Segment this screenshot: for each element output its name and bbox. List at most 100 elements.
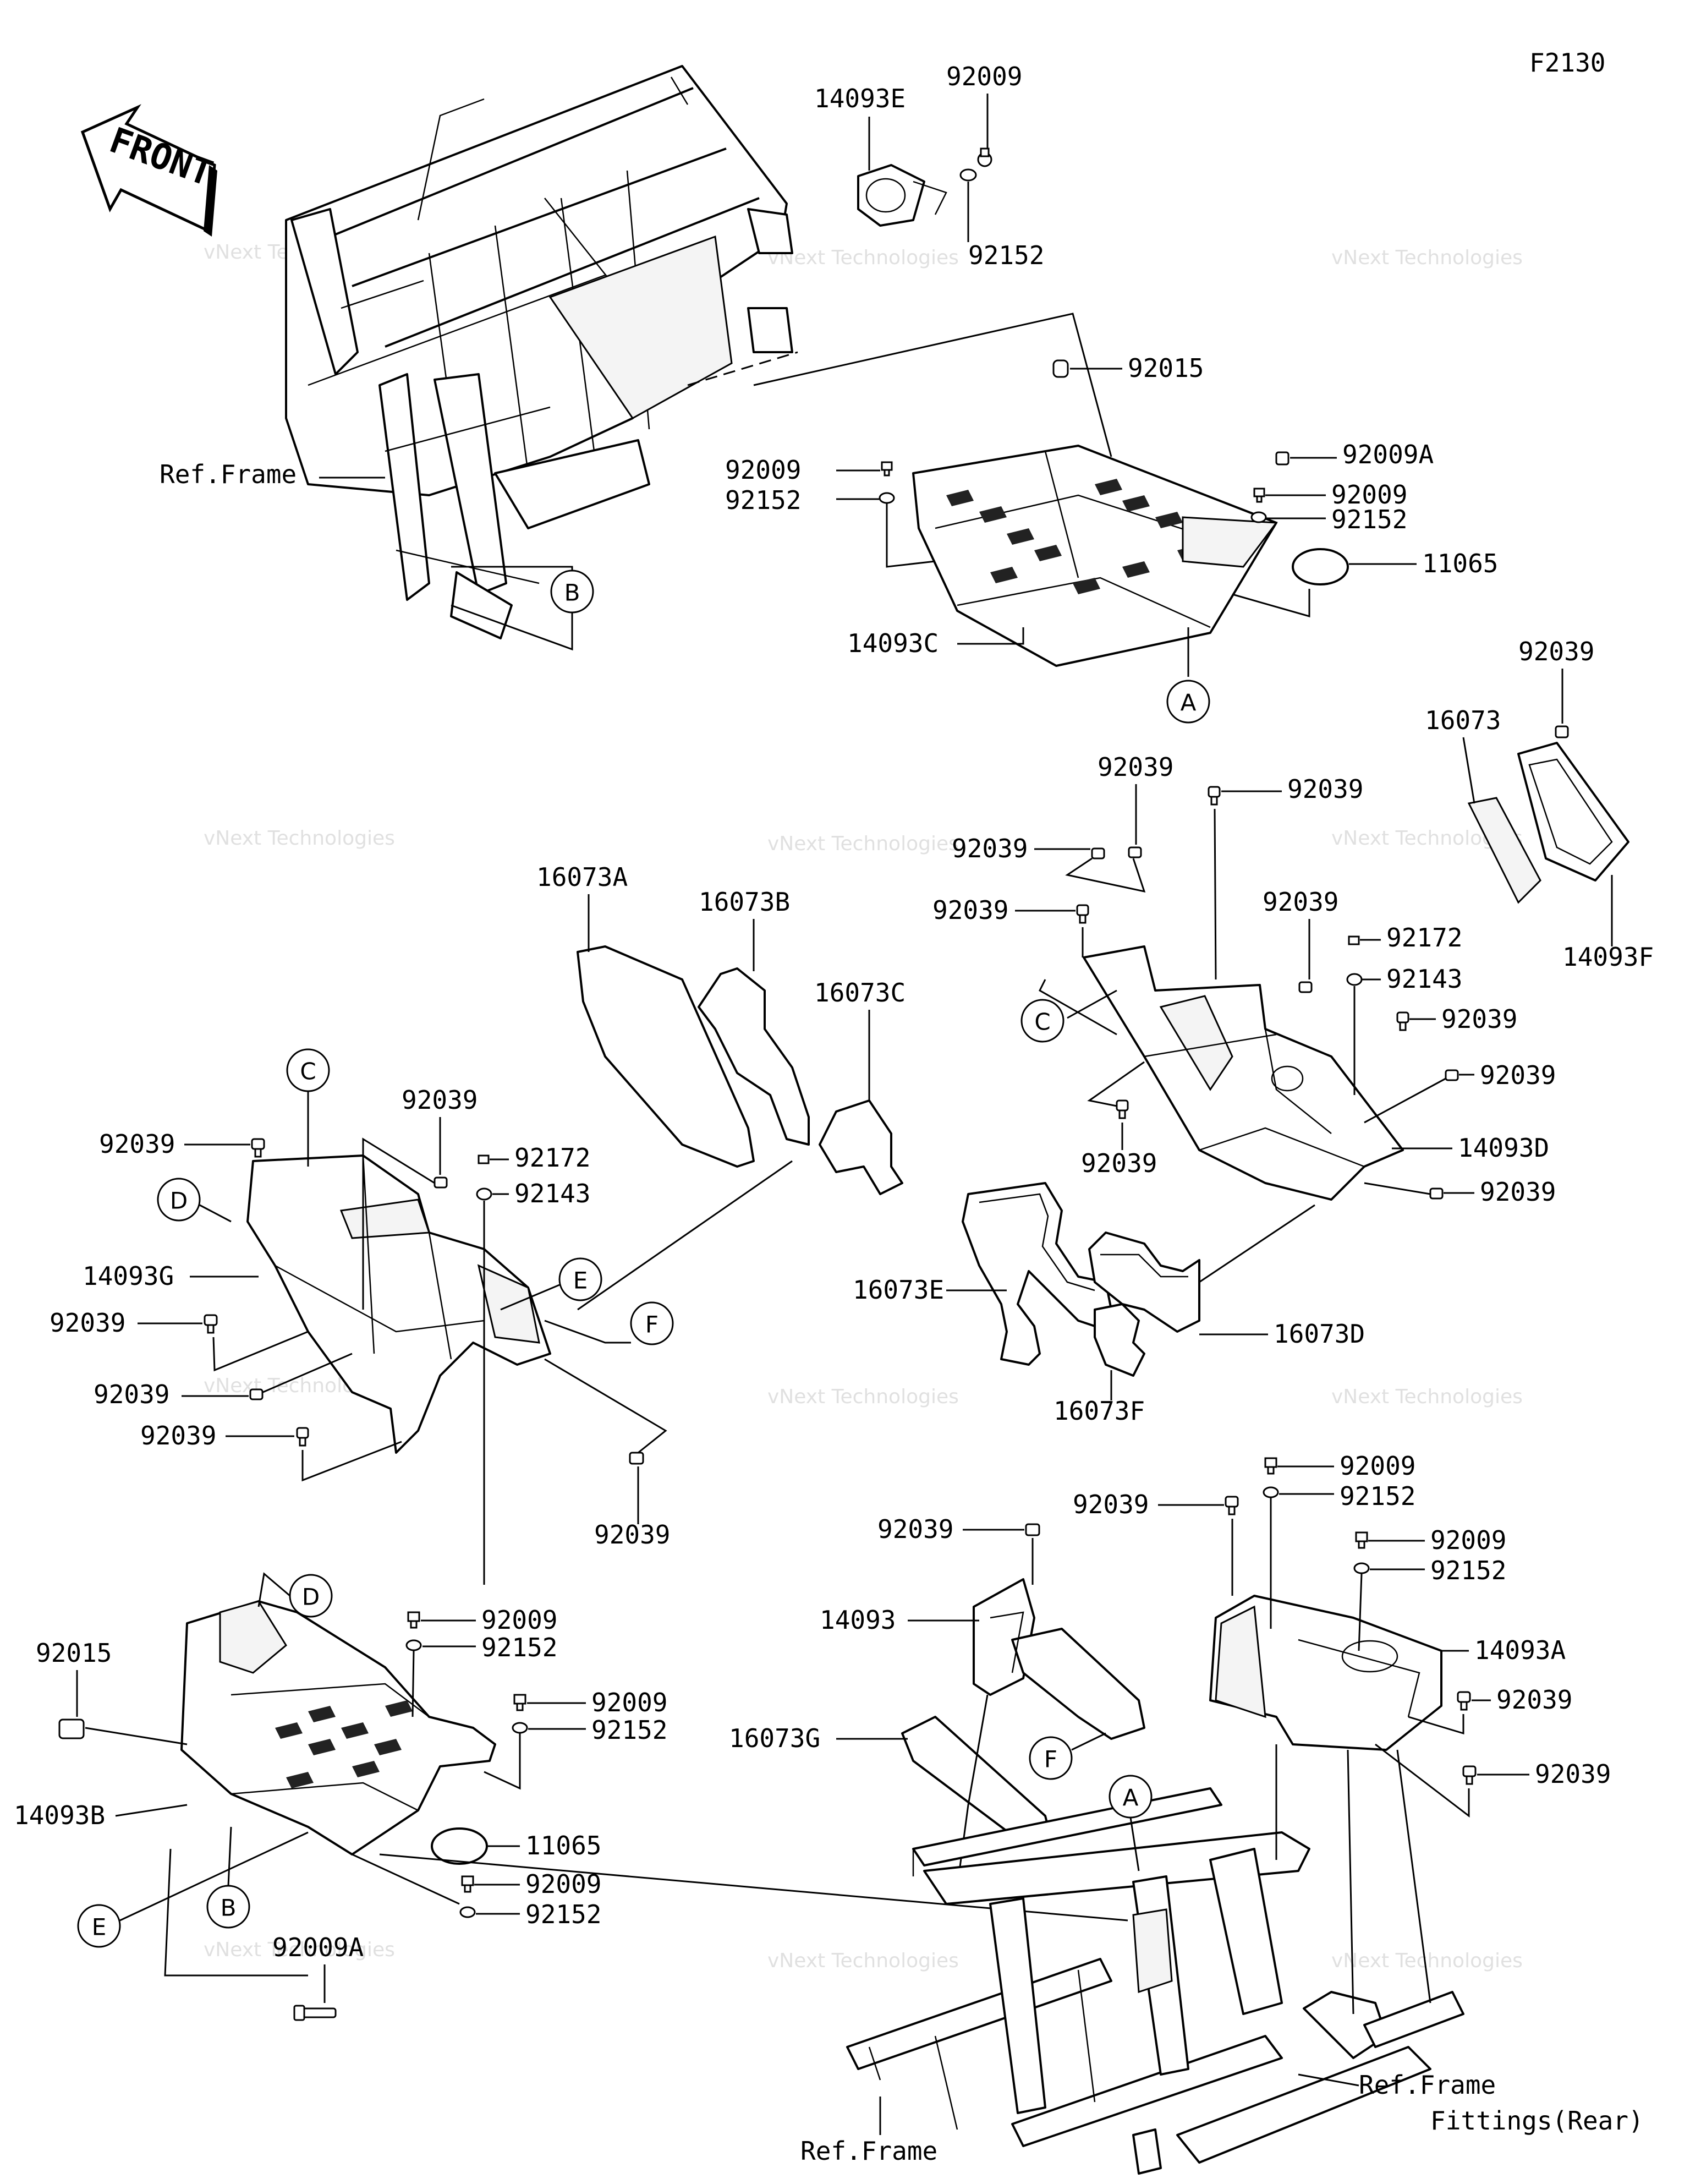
leader — [1364, 1077, 1446, 1124]
label-14093B: 14093B — [14, 1800, 105, 1830]
seal-11065-icon — [431, 1827, 488, 1865]
label-92039-c: 92039 — [952, 834, 1028, 863]
part-14093B-drawing — [180, 1600, 496, 1855]
label-92039-m: 92039 — [94, 1380, 169, 1409]
bolt-92039-icon — [1555, 725, 1569, 738]
label-92009-b3: 92009 — [525, 1869, 601, 1899]
bolt-92039-icon — [1128, 846, 1142, 858]
leader — [1408, 1714, 1464, 1735]
label-92015-top: 92015 — [1128, 353, 1204, 383]
label-92009A-bottom: 92009A — [272, 1933, 364, 1962]
leader — [544, 1358, 667, 1454]
ref-frame-bottom-label: Ref.Frame — [800, 2136, 937, 2166]
bolt-92009A-icon — [293, 2005, 337, 2021]
watermark: vNext Technologies — [767, 1386, 959, 1408]
label-92009-m2: 92009 — [1430, 1525, 1506, 1555]
svg-text:vNext Technologies: vNext Technologies — [204, 827, 395, 850]
callout-e-left: E — [558, 1257, 602, 1301]
label-92039-k: 92039 — [402, 1085, 478, 1115]
bolt-92039-icon — [1462, 1765, 1477, 1785]
leader — [1462, 737, 1475, 804]
label-92152-b2: 92152 — [591, 1715, 667, 1745]
part-14093G-drawing — [246, 1154, 551, 1454]
leader — [544, 1320, 631, 1344]
label-92009A-top: 92009A — [1342, 440, 1434, 469]
washer-92143-icon — [476, 1187, 492, 1201]
svg-text:A: A — [1123, 1785, 1139, 1811]
bolt-92009-icon — [461, 1875, 474, 1893]
bolt-92009-icon — [407, 1611, 420, 1629]
leader — [1347, 1749, 1354, 2015]
leader — [362, 1137, 435, 1310]
bolt-92009A-icon — [1275, 451, 1290, 466]
washer-92152-icon — [1263, 1486, 1279, 1498]
seal-16073C-drawing — [819, 1099, 903, 1195]
watermark: vNext Technologies — [204, 827, 395, 850]
bolt-92009-icon — [1355, 1531, 1368, 1549]
label-92172-left: 92172 — [514, 1143, 590, 1173]
label-92039-j: 92039 — [99, 1129, 175, 1159]
svg-text:C: C — [1034, 1009, 1050, 1036]
svg-text:E: E — [573, 1267, 588, 1294]
washer-92152-icon — [1250, 511, 1267, 523]
label-92039-s: 92039 — [1535, 1759, 1611, 1789]
svg-text:vNext Technologies: vNext Technologies — [1331, 1950, 1523, 1972]
leader — [257, 1572, 290, 1607]
label-92039-e: 92039 — [1263, 887, 1338, 917]
leader — [484, 1733, 521, 1790]
label-92152-left: 92152 — [725, 485, 801, 515]
svg-text:vNext Technologies: vNext Technologies — [1331, 247, 1523, 269]
bolt-92039-icon — [296, 1427, 309, 1447]
label-16073E: 16073E — [853, 1275, 944, 1305]
figure-code: F2130 — [1529, 48, 1605, 78]
bolt-92009-icon — [977, 147, 992, 167]
callout-f-bottom: F — [1029, 1736, 1073, 1780]
bolt-92039-icon — [1091, 847, 1105, 860]
label-92009-left: 92009 — [725, 455, 801, 485]
leader — [1214, 808, 1217, 980]
bolt-92039-icon — [434, 1176, 448, 1189]
part-14093C-drawing — [912, 445, 1278, 667]
label-92039-f: 92039 — [1441, 1004, 1517, 1034]
label-11065-bottom: 11065 — [525, 1831, 601, 1860]
leader — [1087, 1061, 1145, 1107]
bolt-92039-icon — [1025, 1523, 1040, 1536]
bolt-92039-icon — [251, 1138, 265, 1158]
callout-f-left: F — [630, 1301, 674, 1345]
svg-text:E: E — [92, 1914, 107, 1941]
washer-92143-icon — [1346, 973, 1363, 986]
label-16073: 16073 — [1425, 705, 1501, 735]
label-92039-far-right: 92039 — [1518, 637, 1594, 666]
leader — [411, 1650, 415, 1717]
bolt-92009-icon — [1264, 1457, 1277, 1475]
bolt-92039-icon — [629, 1452, 644, 1465]
seal-16073F-drawing — [1094, 1303, 1145, 1377]
label-16073C: 16073C — [814, 978, 906, 1008]
callout-b-bottom: B — [206, 1885, 250, 1929]
label-92009-b2: 92009 — [591, 1688, 667, 1717]
callout-e-bottom: E — [77, 1904, 121, 1948]
bolt-92039-icon — [1445, 1069, 1459, 1081]
label-92039-q: 92039 — [1073, 1490, 1149, 1519]
leader — [85, 1727, 188, 1745]
washer-92152-icon — [459, 1906, 476, 1918]
label-92039-d: 92039 — [932, 895, 1008, 925]
label-92039-h: 92039 — [1480, 1177, 1556, 1207]
label-92152-b1: 92152 — [481, 1633, 557, 1662]
label-14093: 14093 — [820, 1605, 896, 1635]
leader — [1298, 2073, 1359, 2087]
seal-16073A-drawing — [577, 945, 755, 1168]
watermark: vNext Technologies — [1331, 1950, 1523, 1972]
svg-text:C: C — [300, 1058, 316, 1085]
label-92039-o: 92039 — [594, 1520, 670, 1550]
callout-d-bottom: D — [289, 1574, 333, 1618]
watermark: vNext Technologies — [767, 247, 959, 269]
label-92143-left: 92143 — [514, 1179, 590, 1208]
svg-text:B: B — [564, 579, 580, 606]
leader — [1039, 979, 1117, 1036]
bolt-92039-icon — [204, 1314, 218, 1334]
part-14093F-drawing — [1467, 742, 1629, 904]
leader — [1232, 589, 1310, 617]
leader — [352, 1853, 460, 1905]
svg-text:vNext Technologies: vNext Technologies — [1331, 1386, 1523, 1408]
